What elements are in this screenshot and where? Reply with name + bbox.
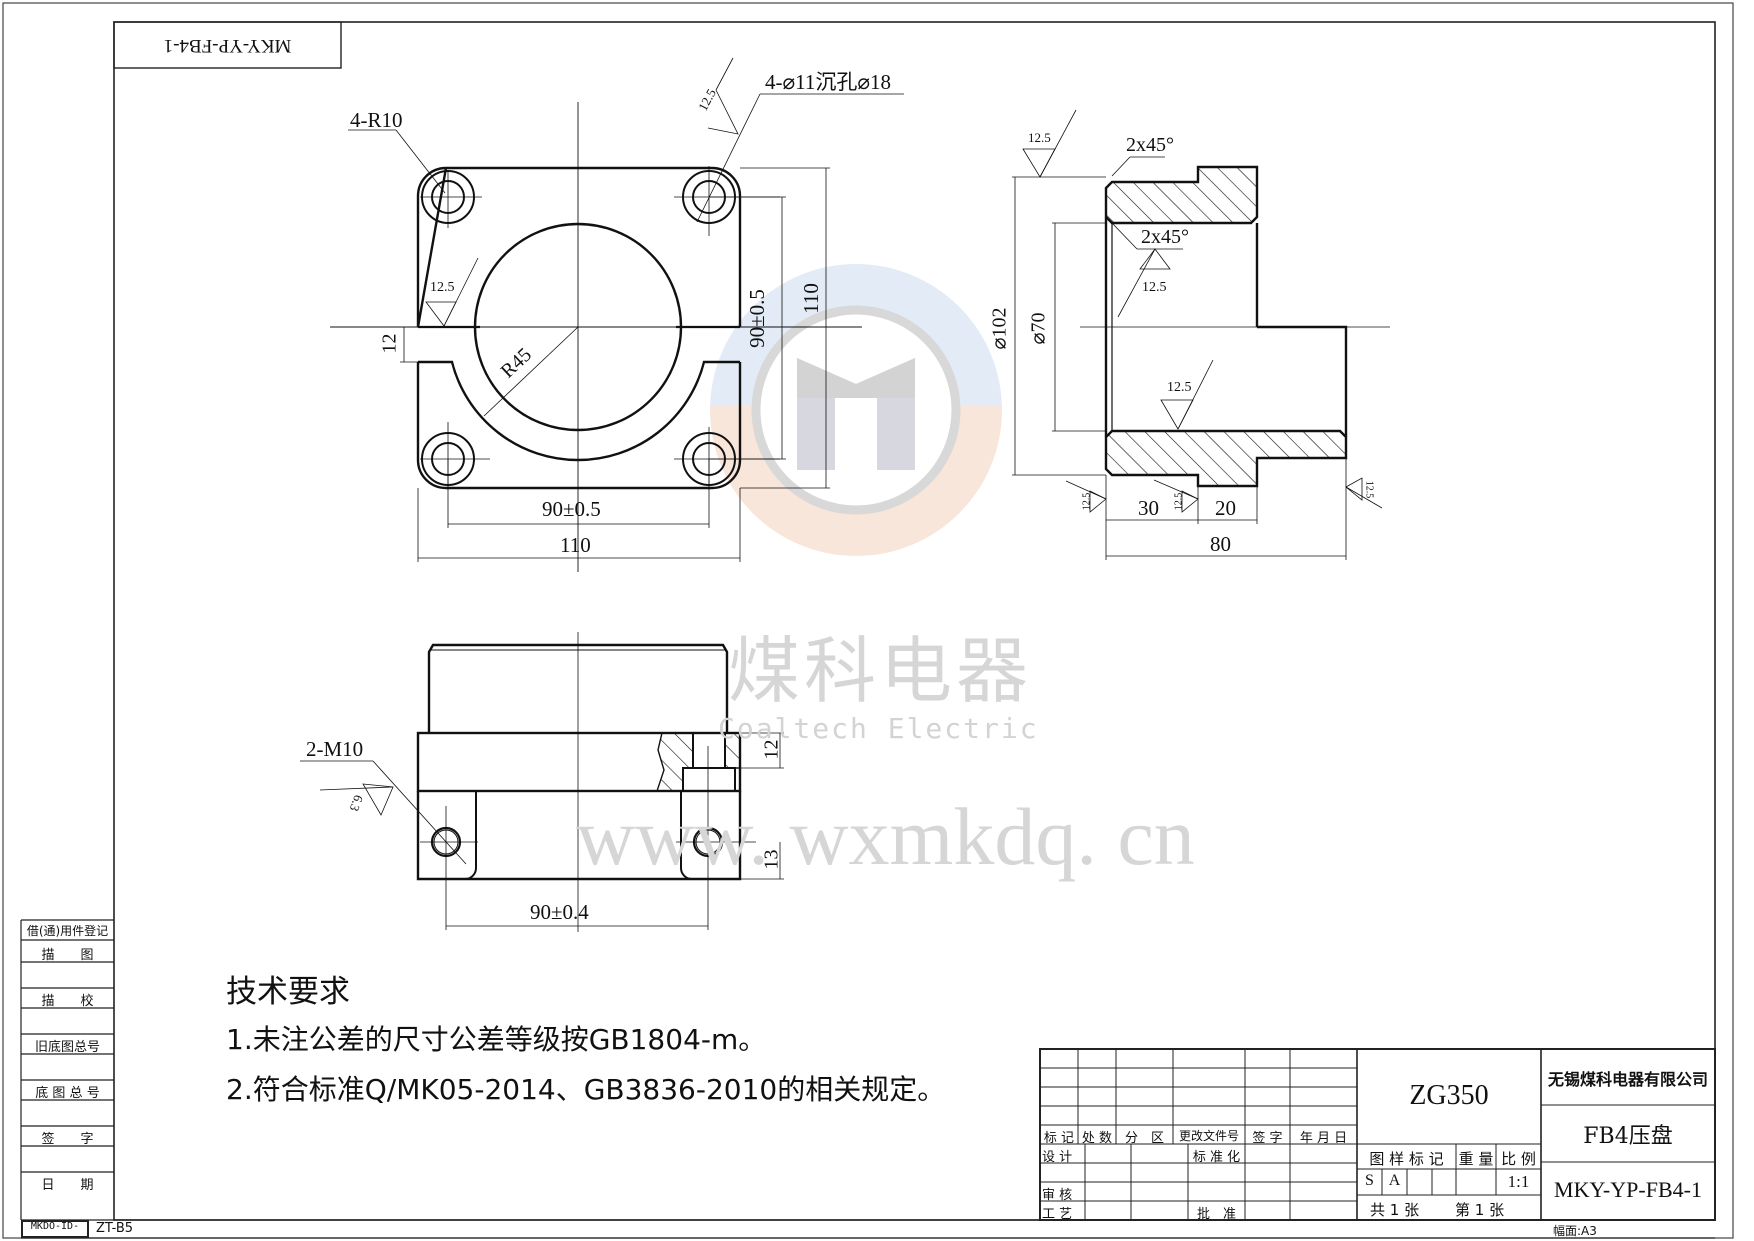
thread-label: 2-M10 [306, 737, 364, 761]
side-row-master-no: 底 图 总 号 [35, 1086, 100, 1101]
counterbore-hole-label: 4-⌀11沉孔⌀18 [765, 70, 891, 94]
watermark-english: Coaltech Electric [718, 712, 1039, 745]
weight-header: 重 量 [1458, 1150, 1494, 1168]
sheet-size: 幅面:A3 [1553, 1224, 1597, 1238]
sheets-total: 共 1 张 [1370, 1201, 1420, 1219]
roughness-left-face: 12.5 [1081, 492, 1093, 511]
side-row-trace-check: 描 校 [41, 994, 94, 1009]
roughness-mid-face: 12.5 [1173, 492, 1185, 511]
roughness-right-face: 12.5 [1363, 480, 1375, 499]
mirrored-stamp-box [113, 21, 342, 69]
length-30-dim: 30 [1138, 496, 1159, 520]
roughness-inner-2: 12.5 [1167, 380, 1192, 395]
role-process: 工 艺 [1042, 1207, 1073, 1222]
front-view [300, 632, 784, 932]
sheet-number: 第 1 张 [1455, 1201, 1505, 1219]
hole-spacing-horizontal-dim: 90±0.5 [542, 497, 601, 521]
rev-header-signature: 签 字 [1252, 1131, 1283, 1146]
section-view [1012, 109, 1390, 560]
hole-spacing-vertical-dim: 90±0.5 [744, 289, 769, 348]
rev-header-mark: 标 记 [1043, 1131, 1075, 1146]
roughness-outer: 12.5 [1028, 130, 1051, 145]
roughness-inner-1: 12.5 [1142, 280, 1167, 295]
rev-header-date: 年 月 日 [1299, 1131, 1348, 1146]
rev-header-zone: 分 区 [1124, 1131, 1164, 1146]
part-name: FB4压盘 [1583, 1124, 1673, 1149]
corner-radius-label: 4-R10 [350, 108, 403, 132]
tech-requirement-2: 2.符合标准Q/MK05-2014、GB3836-2010的相关规定。 [226, 1073, 946, 1106]
side-row-old-master-no: 旧底图总号 [34, 1040, 100, 1055]
side-row-tracing: 描 图 [41, 948, 94, 963]
role-standardization: 标 准 化 [1192, 1150, 1241, 1165]
roughness-slot: 12.5 [430, 280, 455, 295]
chamfer-inner-label: 2x45° [1141, 226, 1189, 248]
overall-width-dim: 110 [560, 533, 591, 557]
length-20-dim: 20 [1215, 496, 1236, 520]
plan-view [330, 57, 904, 572]
role-design: 设 计 [1042, 1150, 1073, 1165]
role-review: 审 核 [1042, 1188, 1073, 1203]
material-value: ZG350 [1409, 1080, 1489, 1111]
stage-mark-s: S [1365, 1172, 1374, 1189]
watermark-url: www. wxmkdq. cn [576, 791, 1195, 882]
company-name: 无锡煤科电器有限公司 [1547, 1070, 1708, 1089]
rev-header-doc-no: 更改文件号 [1178, 1129, 1239, 1143]
mirrored-drawing-number: MKY-YP-FB4-1 [163, 35, 292, 56]
chamfer-outer-label: 2x45° [1126, 134, 1174, 156]
scale-value: 1:1 [1507, 1172, 1530, 1191]
title-block-grid [1039, 1048, 1716, 1221]
side-row-borrowed-parts: 借(通)用件登记 [26, 924, 109, 938]
drawing-number: MKY-YP-FB4-1 [1554, 1177, 1702, 1202]
outer-diameter-dim: ⌀102 [988, 307, 1011, 350]
slot-width-dim: 12 [378, 333, 401, 354]
footer-code: ZT-B5 [96, 1221, 134, 1236]
overall-height-dim: 110 [798, 283, 823, 314]
stage-mark-header: 图 样 标 记 [1369, 1150, 1444, 1168]
side-row-signature: 签 字 [41, 1132, 94, 1147]
id-stamp: MKDO-ID- [30, 1221, 80, 1232]
side-row-date: 日 期 [41, 1178, 94, 1193]
tech-requirement-1: 1.未注公差的尺寸公差等级按GB1804-m。 [226, 1023, 767, 1056]
tech-requirements-title: 技术要求 [226, 974, 350, 1010]
inner-diameter-dim: ⌀70 [1027, 312, 1050, 345]
watermark-chinese: 煤科电器 [728, 629, 1033, 713]
front-hole-spacing-dim: 90±0.4 [530, 900, 589, 924]
scale-header: 比 例 [1501, 1150, 1536, 1168]
length-80-dim: 80 [1210, 532, 1231, 556]
stage-mark-a: A [1388, 1172, 1401, 1189]
role-approve: 批 准 [1196, 1207, 1236, 1222]
rev-header-count: 处 数 [1081, 1131, 1113, 1146]
